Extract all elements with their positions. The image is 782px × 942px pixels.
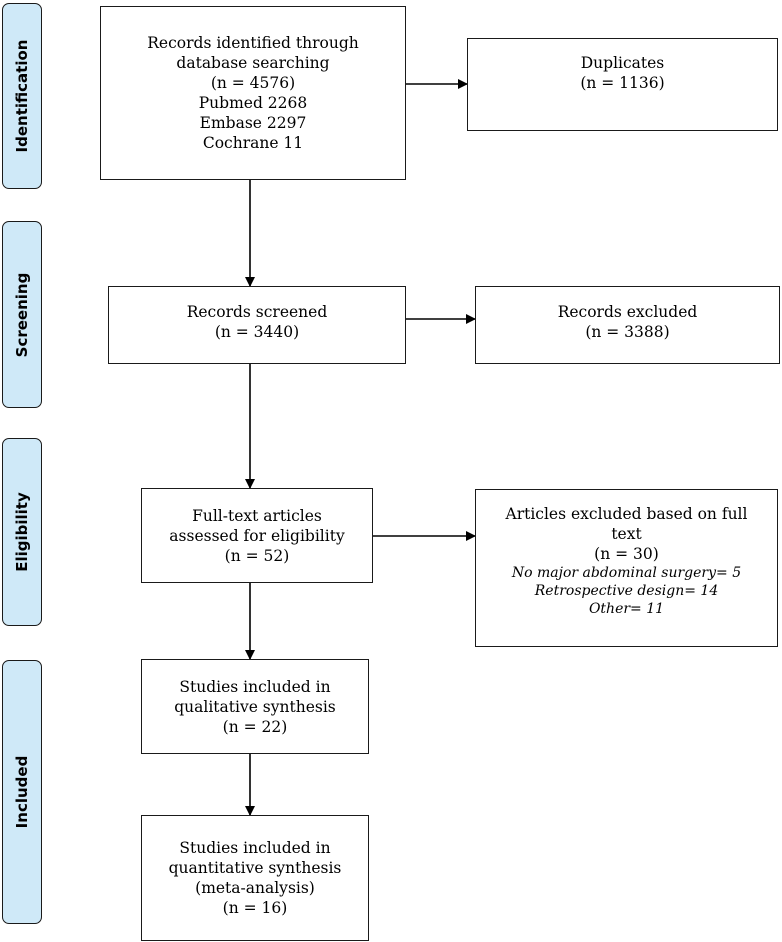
articles-excluded-count: (n = 30) <box>594 545 659 563</box>
records-identified-line: Records identified through <box>147 34 359 52</box>
quantitative-count: (n = 16) <box>222 899 288 917</box>
quantitative-line: quantitative synthesis <box>168 859 342 877</box>
full-text-line: Full-text articles <box>192 506 322 525</box>
exclusion-reason: Other= 11 <box>588 601 665 617</box>
quantitative-line: Studies included in <box>179 839 331 857</box>
records-identified-embase: Embase 2297 <box>199 114 307 132</box>
full-text-line: assessed for eligibility <box>169 526 345 545</box>
qualitative-count: (n = 22) <box>222 717 288 736</box>
exclusion-reason: No major abdominal surgery= 5 <box>511 565 742 581</box>
records-identified-box: Records identified through database sear… <box>100 6 406 180</box>
stage-tab-included: Included <box>2 660 42 924</box>
records-excluded-count: (n = 3388) <box>585 323 670 341</box>
records-identified-line: database searching <box>176 54 330 72</box>
records-excluded-label: Records excluded <box>557 303 698 321</box>
records-screened-label: Records screened <box>186 303 328 321</box>
duplicates-count: (n = 1136) <box>580 74 665 92</box>
articles-excluded-line: Articles excluded based on full <box>505 505 748 523</box>
duplicates-label: Duplicates <box>580 54 665 72</box>
quantitative-synthesis-box: Studies included in quantitative synthes… <box>141 815 369 941</box>
quantitative-line: (meta-analysis) <box>195 879 315 897</box>
exclusion-reason: Retrospective design= 14 <box>534 583 719 599</box>
articles-excluded-box: Articles excluded based on full text (n … <box>475 489 778 647</box>
qualitative-line: Studies included in <box>179 677 331 696</box>
full-text-count: (n = 52) <box>224 546 290 565</box>
duplicates-box: Duplicates (n = 1136) <box>467 38 778 131</box>
records-identified-pubmed: Pubmed 2268 <box>198 94 308 112</box>
full-text-box: Full-text articles assessed for eligibil… <box>141 488 373 583</box>
qualitative-line: qualitative synthesis <box>174 697 336 716</box>
records-screened-box: Records screened (n = 3440) <box>108 286 406 364</box>
qualitative-synthesis-box: Studies included in qualitative synthesi… <box>141 659 369 754</box>
articles-excluded-line: text <box>611 525 642 543</box>
records-screened-count: (n = 3440) <box>214 323 300 341</box>
stage-tab-eligibility: Eligibility <box>2 438 42 626</box>
records-identified-count: (n = 4576) <box>210 74 296 92</box>
records-identified-cochrane: Cochrane 11 <box>202 134 304 152</box>
stage-tab-identification: Identification <box>2 3 42 189</box>
stage-tab-screening: Screening <box>2 221 42 408</box>
records-excluded-box: Records excluded (n = 3388) <box>475 286 780 364</box>
